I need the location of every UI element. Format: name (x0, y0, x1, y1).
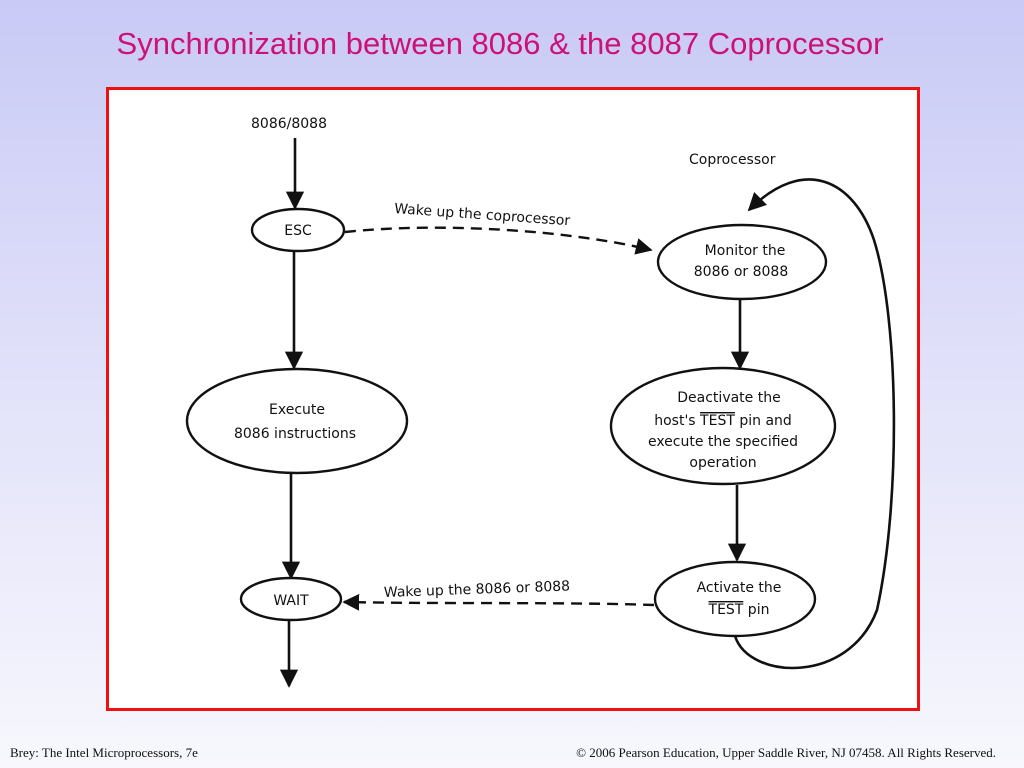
coprocessor-label: Coprocessor (689, 152, 776, 168)
esc-node (250, 207, 346, 253)
deactivate-node (609, 366, 837, 486)
monitor-label-line1: Monitor the (705, 243, 786, 259)
wake-coprocessor-label: Wake up the coprocessor (394, 201, 571, 229)
sync-flowchart: 8086/8088 ESC Execute 8086 instructions … (185, 116, 896, 688)
deactivate-label-line2: host's TEST pin and (654, 413, 792, 429)
deactivate-label-line3: execute the specified (648, 434, 798, 450)
execute-label-line2: 8086 instructions (234, 426, 356, 442)
wake-host-label: Wake up the 8086 or 8088 (384, 579, 571, 601)
host-label: 8086/8088 (251, 116, 327, 132)
execute-node (185, 367, 409, 475)
activate-label-line2: TEST pin (708, 602, 770, 618)
deactivate-label-line1: Deactivate the (677, 390, 780, 406)
monitor-label-line2: 8086 or 8088 (694, 264, 788, 280)
dashed-arrow-wake-coprocessor (344, 226, 653, 255)
execute-label-line1: Execute (269, 402, 325, 418)
slide-title: Synchronization between 8086 & the 8087 … (116, 26, 884, 61)
dashed-arrow-wake-host (342, 593, 655, 611)
wait-label: WAIT (273, 593, 309, 609)
footer-copyright: © 2006 Pearson Education, Upper Saddle R… (576, 745, 996, 760)
activate-node (653, 560, 817, 638)
activate-label-line1: Activate the (697, 580, 782, 596)
loop-activate-to-monitor (733, 178, 896, 670)
diagram-frame: 8086/8088 ESC Execute 8086 instructions … (106, 87, 920, 711)
wait-node (239, 576, 343, 622)
deactivate-label-line4: operation (689, 455, 756, 471)
monitor-node (656, 223, 828, 301)
esc-label: ESC (284, 223, 312, 239)
footer-credit: Brey: The Intel Microprocessors, 7e (10, 745, 198, 760)
